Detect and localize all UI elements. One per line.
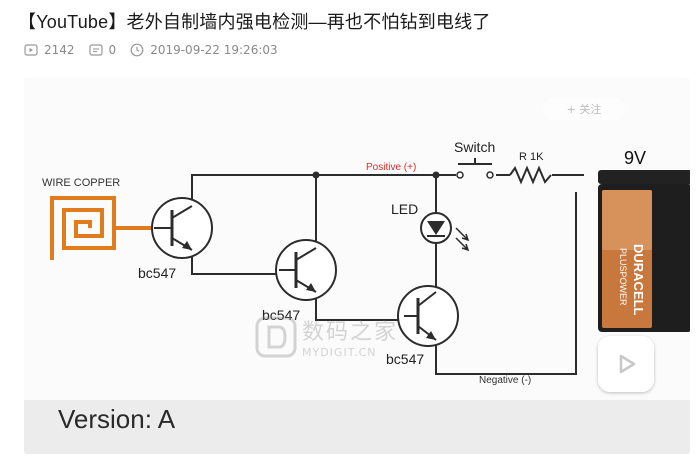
comment-icon	[88, 44, 103, 56]
transistor-2	[275, 239, 337, 301]
video-player[interactable]: WIRE COPPER bc547	[24, 78, 690, 454]
date-stat: 2019-09-22 19:26:03	[130, 43, 278, 57]
follow-button[interactable]: + 关注	[543, 98, 625, 120]
transistor-1-label: bc547	[138, 265, 176, 281]
switch-symbol	[456, 158, 496, 179]
junction-dots	[312, 171, 440, 179]
play-button[interactable]	[598, 336, 654, 392]
led-symbol	[420, 212, 470, 252]
positive-label: Positive (+)	[366, 162, 416, 173]
circuit-diagram: WIRE COPPER bc547	[24, 78, 690, 454]
views-count: 2142	[44, 43, 75, 57]
battery-brand: DURACELL	[631, 244, 646, 316]
views-stat: 2142	[24, 43, 75, 57]
post-title: 【YouTube】老外自制墙内强电检测—再也不怕钻到电线了	[18, 12, 491, 32]
transistor-1	[151, 197, 213, 259]
post-date: 2019-09-22 19:26:03	[150, 43, 278, 57]
comments-stat[interactable]: 0	[88, 43, 117, 57]
negative-label: Negative (-)	[479, 375, 531, 386]
follow-label: + 关注	[566, 103, 602, 116]
version-text: Version: A	[58, 404, 176, 434]
comments-count: 0	[108, 43, 117, 57]
wire-copper-label: WIRE COPPER	[42, 177, 120, 189]
battery-9v: DURACELL PLUSPOWER	[598, 170, 690, 332]
resistor-label: R 1K	[519, 151, 544, 163]
battery-voltage: 9V	[624, 148, 646, 168]
switch-label: Switch	[454, 139, 495, 155]
resistor-symbol	[509, 165, 552, 185]
copper-spiral-coil	[50, 196, 154, 260]
transistor-2-label: bc547	[262, 307, 300, 323]
play-icon	[619, 354, 636, 374]
battery-sub: PLUSPOWER	[618, 248, 628, 306]
clock-icon	[130, 43, 144, 57]
post-meta: 2142 0 2019-09-22 19:26:03	[24, 40, 292, 60]
led-label: LED	[391, 201, 418, 217]
play-count-icon	[24, 44, 38, 56]
caption-band	[24, 400, 690, 454]
transistor-3	[397, 285, 459, 347]
transistor-3-label: bc547	[386, 351, 424, 367]
